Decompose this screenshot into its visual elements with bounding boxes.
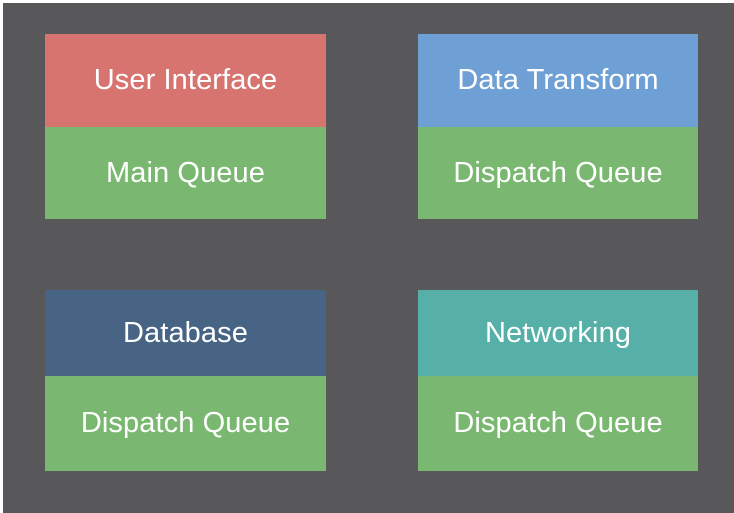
card-queue-data-transform: Dispatch Queue (418, 127, 698, 219)
card-queue-user-interface: Main Queue (45, 127, 326, 219)
card-data-transform[interactable]: Data Transform Dispatch Queue (418, 34, 698, 219)
card-header-data-transform: Data Transform (418, 34, 698, 127)
card-queue-database: Dispatch Queue (45, 376, 326, 471)
card-user-interface[interactable]: User Interface Main Queue (45, 34, 326, 219)
card-database[interactable]: Database Dispatch Queue (45, 290, 326, 471)
card-header-user-interface: User Interface (45, 34, 326, 127)
card-queue-networking: Dispatch Queue (418, 376, 698, 471)
card-networking[interactable]: Networking Dispatch Queue (418, 290, 698, 471)
card-header-networking: Networking (418, 290, 698, 376)
card-header-database: Database (45, 290, 326, 376)
